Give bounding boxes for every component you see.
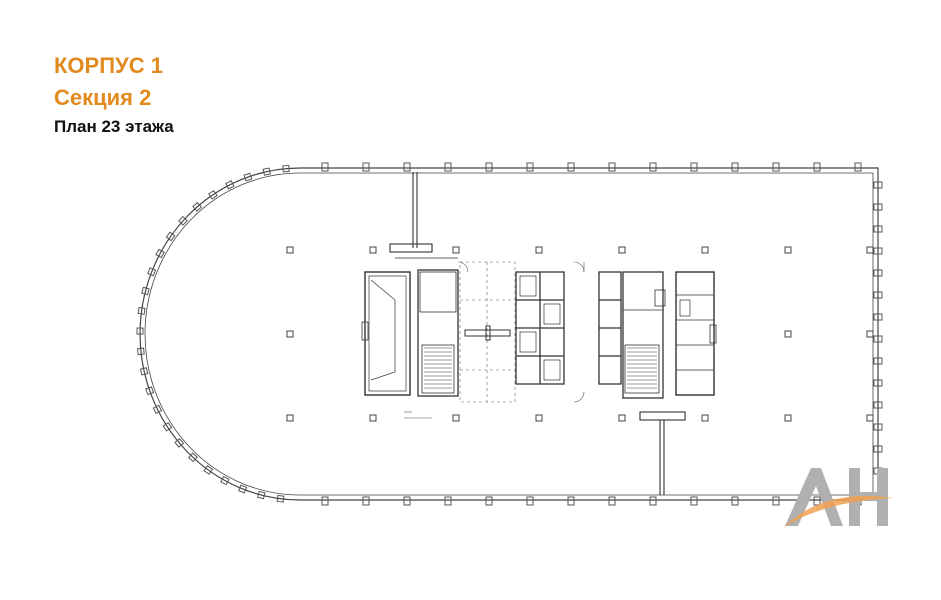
core-connectors — [389, 172, 686, 495]
title-block: КОРПУС 1 Секция 2 План 23 этажа — [54, 50, 174, 140]
outer-facade — [139, 167, 879, 501]
stair-block-right — [622, 271, 666, 399]
lift-shafts — [515, 271, 622, 385]
section-title: Секция 2 — [54, 85, 152, 110]
corridor-duct — [464, 325, 511, 341]
ah-logo — [783, 468, 893, 528]
structural-columns — [286, 246, 874, 422]
floor-plan-title: План 23 этажа — [54, 117, 174, 136]
doors — [404, 261, 585, 419]
facade-mullions — [136, 162, 883, 506]
central-corridor — [459, 261, 516, 403]
stair-block-left — [395, 257, 459, 397]
core-left — [361, 271, 411, 396]
core-right — [675, 271, 717, 396]
building-title: КОРПУС 1 — [54, 53, 163, 78]
